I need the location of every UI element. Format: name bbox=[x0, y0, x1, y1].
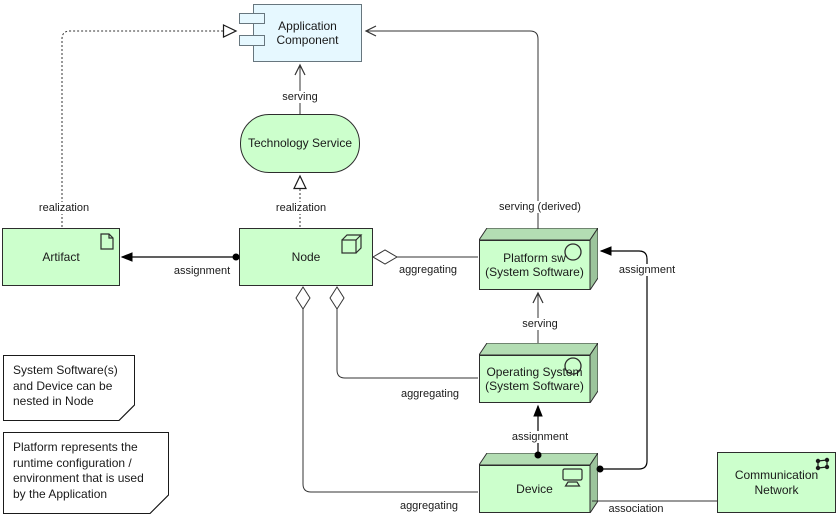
edge-label-aggregating-os[interactable]: aggregating bbox=[398, 388, 462, 400]
node-3d-shape bbox=[478, 451, 599, 515]
edge-realization-artifact-ac[interactable] bbox=[61, 24, 238, 227]
artifact-label: Artifact bbox=[42, 249, 80, 264]
shape-node[interactable]: Node bbox=[239, 228, 373, 286]
edge-label-serving-derived[interactable]: serving (derived) bbox=[497, 201, 583, 213]
edge-label-association[interactable]: association bbox=[606, 503, 666, 515]
operating-system-sublabel: (System Software) bbox=[485, 379, 584, 393]
aggregation-diamond bbox=[295, 286, 311, 310]
application-component-label: Application Component bbox=[276, 18, 339, 47]
shape-technology-service[interactable]: Technology Service bbox=[240, 114, 360, 173]
shape-artifact[interactable]: Artifact bbox=[2, 228, 120, 286]
edge-label-aggregating-right[interactable]: aggregating bbox=[396, 264, 460, 276]
note-shape bbox=[3, 432, 169, 514]
system-software-icon bbox=[564, 357, 582, 375]
edge-label-assignment-device-platform[interactable]: assignment bbox=[616, 264, 678, 276]
platform-sw-sublabel: (System Software) bbox=[485, 265, 584, 279]
communication-network-label: Communication Network bbox=[734, 468, 819, 497]
shape-device[interactable]: Device bbox=[478, 451, 599, 515]
network-icon bbox=[815, 457, 830, 471]
node-3d-shape bbox=[478, 226, 599, 292]
device-icon bbox=[562, 468, 583, 487]
edge-label-assignment-left[interactable]: assignment bbox=[171, 265, 233, 277]
shape-communication-network[interactable]: Communication Network bbox=[717, 452, 836, 513]
document-icon bbox=[100, 233, 114, 250]
aggregation-diamond bbox=[372, 249, 398, 265]
edge-label-assignment-device-os[interactable]: assignment bbox=[509, 431, 571, 443]
node-label: Node bbox=[291, 249, 321, 264]
edge-aggregating-node-platform[interactable] bbox=[372, 249, 478, 265]
edge-assignment-device-platform[interactable] bbox=[596, 246, 648, 473]
note-platform[interactable]: Platform represents the runtime configur… bbox=[3, 432, 169, 514]
platform-sw-label: Platform sw bbox=[503, 250, 566, 265]
edge-label-serving[interactable]: serving bbox=[280, 91, 320, 103]
edge-label-aggregating-device[interactable]: aggregating bbox=[397, 500, 461, 512]
edge-assignment-node-artifact[interactable] bbox=[120, 252, 240, 262]
note-platform-text: Platform represents the runtime configur… bbox=[13, 440, 144, 501]
note-nesting-text: System Software(s) and Device can be nes… bbox=[13, 363, 118, 409]
component-icon bbox=[239, 35, 265, 46]
note-shape bbox=[3, 355, 135, 421]
edge-label-realization-left[interactable]: realization bbox=[36, 202, 92, 214]
cube-icon bbox=[341, 234, 363, 254]
node-3d-shape bbox=[478, 341, 599, 405]
edge-aggregating-node-os[interactable] bbox=[329, 286, 478, 379]
device-label: Device bbox=[516, 481, 553, 496]
shape-application-component[interactable]: Application Component bbox=[253, 4, 362, 62]
edge-label-realization-center[interactable]: realization bbox=[273, 202, 329, 214]
technology-service-label: Technology Service bbox=[247, 136, 353, 151]
edge-serving-derived[interactable] bbox=[364, 25, 539, 229]
shape-operating-system[interactable]: Operating System (System Software) bbox=[478, 341, 599, 405]
operating-system-label: Operating System bbox=[486, 364, 583, 379]
note-nesting[interactable]: System Software(s) and Device can be nes… bbox=[3, 355, 135, 421]
system-software-icon bbox=[564, 243, 582, 261]
aggregation-diamond bbox=[329, 286, 345, 310]
component-icon bbox=[239, 13, 265, 24]
edge-label-serving-mid[interactable]: serving bbox=[520, 318, 560, 330]
shape-platform-sw[interactable]: Platform sw (System Software) bbox=[478, 226, 599, 292]
